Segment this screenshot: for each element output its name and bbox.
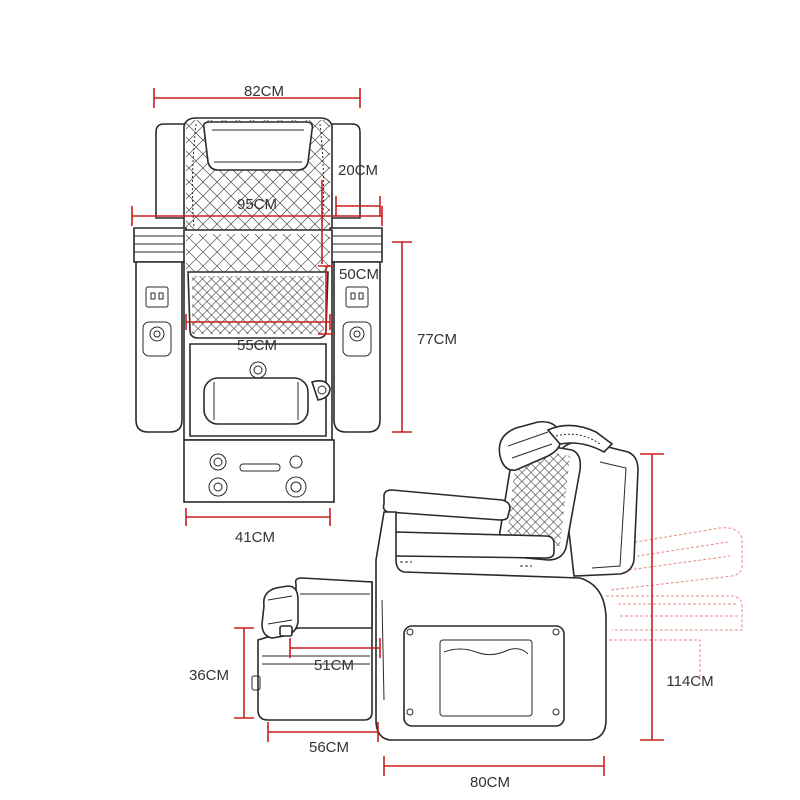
label-armrest-width: 20CM bbox=[338, 162, 378, 179]
label-basin-depth: 56CM bbox=[309, 739, 349, 756]
dim-footrest-length: 51CM bbox=[289, 638, 381, 674]
dim-armrest-width: 20CM bbox=[321, 162, 381, 264]
dim-side-height: 77CM bbox=[392, 241, 457, 433]
label-footrest-length: 51CM bbox=[314, 657, 354, 674]
dim-seat-width: 55CM bbox=[185, 314, 331, 354]
reclined-position-ghost bbox=[599, 527, 743, 680]
dim-basin-depth: 56CM bbox=[267, 722, 379, 756]
front-view-chair bbox=[133, 117, 383, 503]
label-basin-width: 41CM bbox=[235, 529, 275, 546]
dim-basin-width: 41CM bbox=[185, 508, 331, 546]
label-footrest-height: 36CM bbox=[189, 667, 229, 684]
label-seat-depth: 50CM bbox=[339, 266, 379, 283]
dim-overall-width: 95CM bbox=[131, 196, 383, 226]
label-overall-width: 95CM bbox=[237, 196, 277, 213]
dim-chair-depth: 80CM bbox=[383, 756, 605, 791]
side-view-chair bbox=[251, 420, 743, 741]
label-overall-height: 114CM bbox=[666, 673, 713, 690]
label-width-top: 82CM bbox=[244, 83, 284, 100]
label-side-height: 77CM bbox=[417, 331, 457, 348]
dim-width-top: 82CM bbox=[153, 83, 361, 108]
dim-overall-height: 114CM bbox=[640, 453, 714, 741]
label-chair-depth: 80CM bbox=[470, 774, 510, 791]
dim-footrest-height: 36CM bbox=[189, 627, 254, 719]
label-seat-width: 55CM bbox=[237, 337, 277, 354]
